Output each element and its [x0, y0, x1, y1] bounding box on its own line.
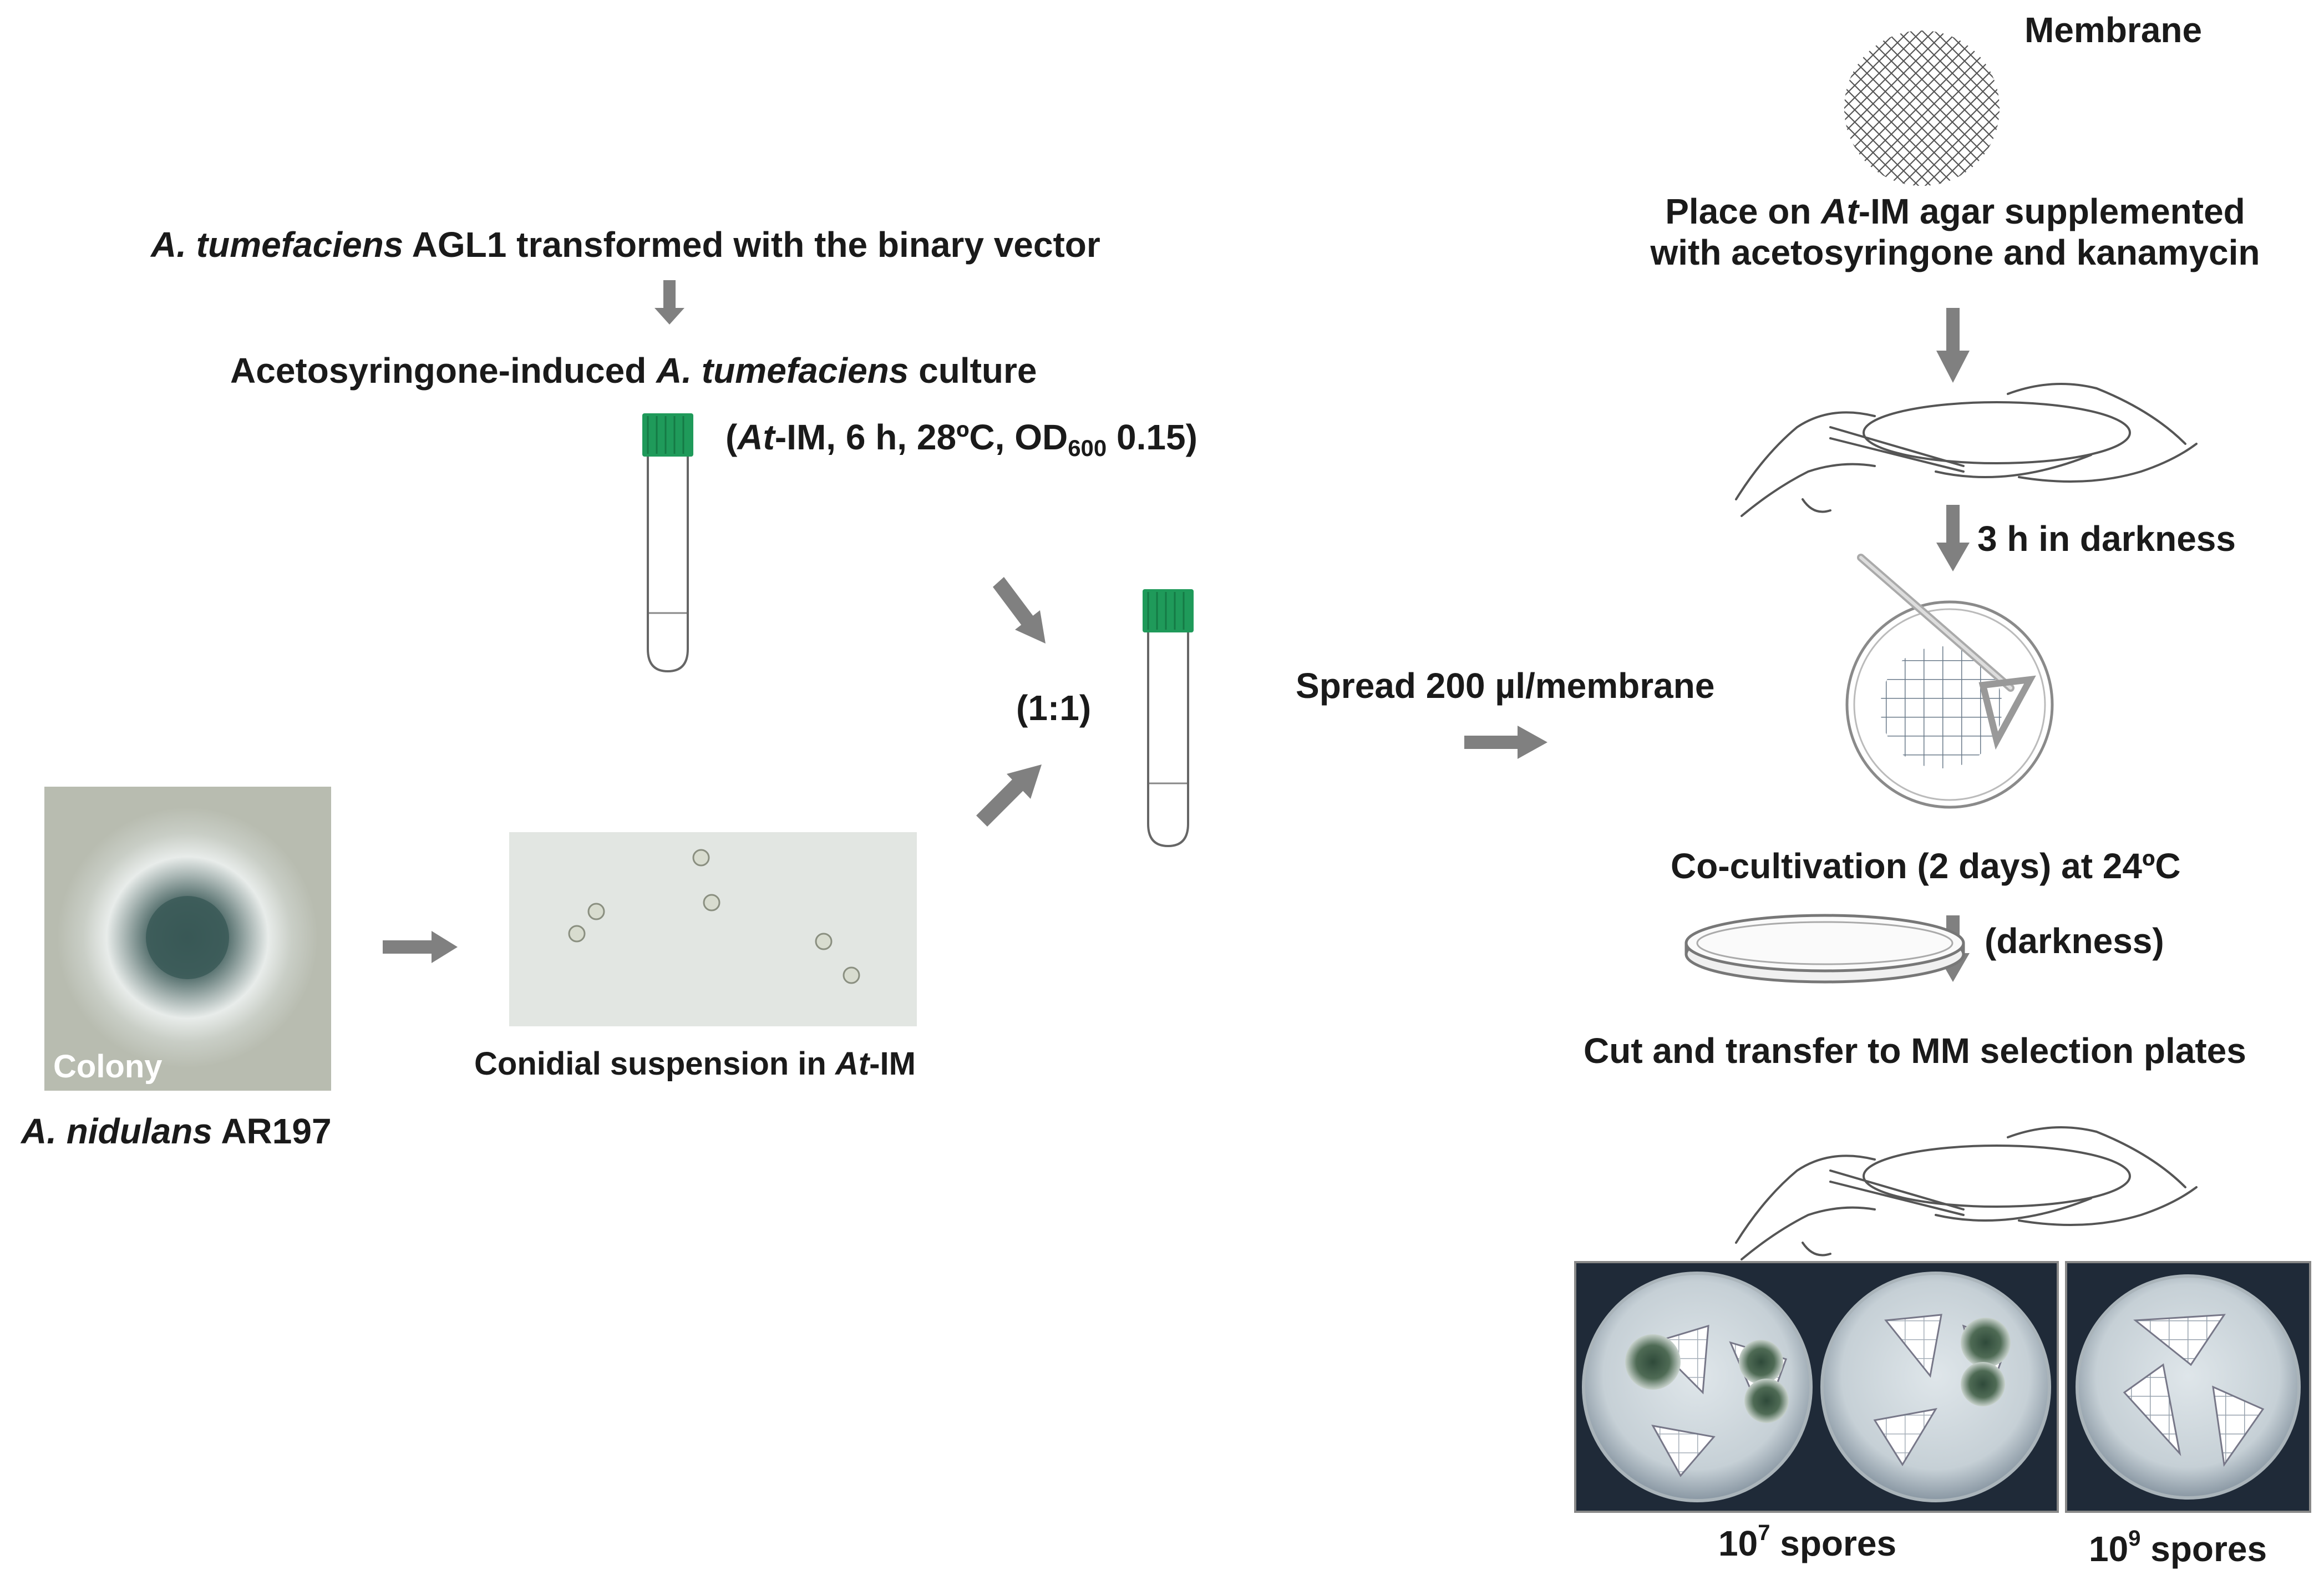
nidulans-label: A. nidulans AR197 — [21, 1111, 332, 1151]
arrow-down-1 — [654, 280, 684, 325]
selection-plates-photo-1e7 — [1574, 1261, 2059, 1513]
petri-dish-icon — [1684, 914, 1965, 984]
arrow-colony-to-suspension — [383, 931, 458, 963]
conidial-suspension-photo — [509, 832, 917, 1026]
induced-culture-label: Acetosyringone-induced A. tumefaciens cu… — [230, 351, 1037, 391]
membrane-label: Membrane — [2024, 10, 2203, 50]
colony-label: Colony — [53, 1049, 163, 1085]
arrow-to-mix-bottom — [976, 764, 1042, 827]
spores-1e7-label: 107 spores — [1718, 1521, 1897, 1563]
membrane-icon — [1844, 31, 2000, 186]
hands-forceps-icon-2 — [1735, 1126, 2198, 1260]
top-strain-label: A. tumefaciens AGL1 transformed with the… — [151, 225, 1100, 265]
spread-label: Spread 200 µl/membrane — [1296, 666, 1715, 706]
arrow-spread — [1464, 726, 1547, 759]
place-on-agar-label: Place on At-IM agar supplemented with ac… — [1650, 191, 2260, 272]
culture-tube-icon — [642, 413, 693, 673]
spores-1e9-label: 109 spores — [2089, 1526, 2267, 1569]
cut-transfer-label: Cut and transfer to MM selection plates — [1584, 1031, 2246, 1071]
cocultivation-label: Co-cultivation (2 days) at 24ºC — [1671, 846, 2181, 886]
ratio-label: (1:1) — [1016, 688, 1092, 728]
conidial-label: Conidial suspension in At-IM — [474, 1046, 916, 1082]
arrow-down-2 — [1936, 308, 1970, 383]
selection-plate-photo-1e9 — [2065, 1261, 2311, 1513]
arrow-to-mix-top — [993, 577, 1046, 644]
colony-photo — [44, 787, 331, 1091]
mixed-tube-icon — [1143, 589, 1194, 848]
dark-3h-label: 3 h in darkness — [1977, 519, 2236, 559]
culture-conditions-label: (At-IM, 6 h, 28ºC, OD600 0.15) — [725, 417, 1197, 461]
hands-forceps-icon — [1735, 383, 2198, 517]
darkness-label: (darkness) — [1985, 921, 2164, 961]
spread-plate-icon — [1845, 554, 2054, 809]
arrow-down-3 — [1936, 505, 1970, 571]
